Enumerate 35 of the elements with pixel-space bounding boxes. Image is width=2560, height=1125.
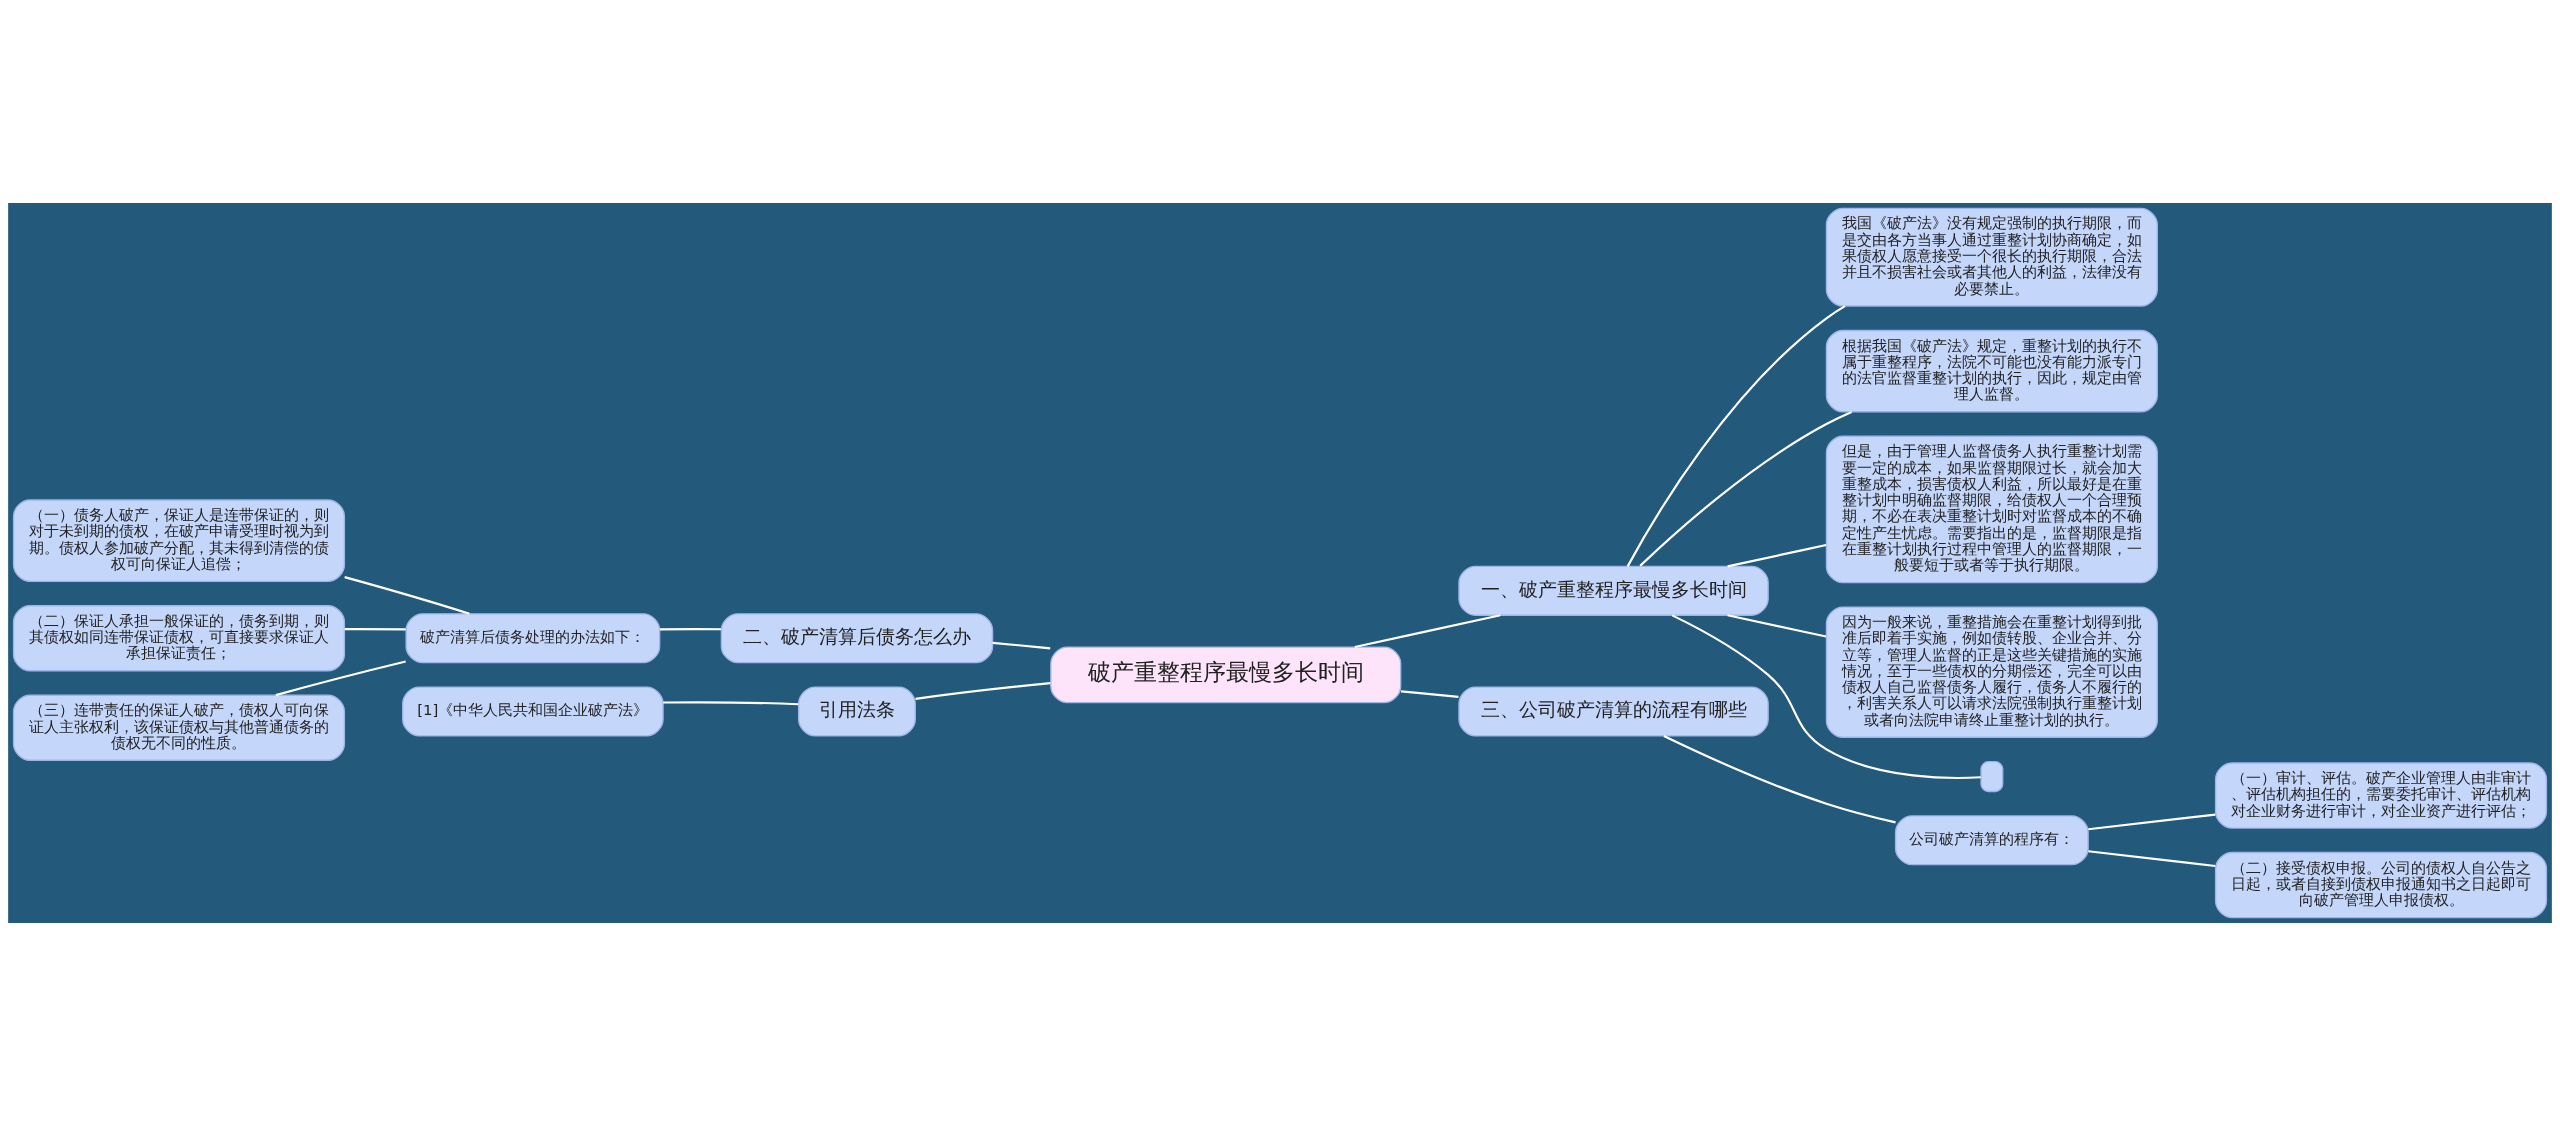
connector	[275, 659, 406, 696]
connector	[1671, 613, 1981, 779]
node-box: 破产重整程序最慢多长时间	[1050, 645, 1402, 703]
connector	[992, 641, 1051, 649]
connector	[1626, 304, 1846, 567]
connector	[1354, 613, 1501, 648]
node-box: （二）接受债权申报。公司的债权人自公告之日起，或者自接到债权申报通知书之日起即可向破产管理人申报债权。	[2214, 851, 2548, 918]
connector	[1727, 613, 1827, 638]
node-box: （一）债务人破产，保证人是连带保证的，则对于未到期的债权，在破产申请受理时视为到期。债权人参加破产分配，其未得到清偿的债权可向保证人追偿；	[12, 498, 346, 582]
node-box: 破产清算后债务处理的办法如下：	[405, 612, 661, 663]
node-box: 引用法条	[797, 685, 916, 737]
node-box	[1980, 760, 2004, 792]
node-box: 我国《破产法》没有规定强制的执行期限，而是交由各方当事人通过重整计划协商确定，如果债权人愿意接受一个很长的执行期限，合法并且不损害社会或者其他人的利益，法律没有必要禁止。	[1825, 207, 2158, 307]
node-box: （一）审计、评估。破产企业管理人由非审计、评估机构担任的，需要委托审计、评估机构对企业财务进行审计，对企业资产进行评估；	[2214, 761, 2548, 829]
connector	[1639, 410, 1853, 567]
connector	[344, 627, 406, 631]
node-box: （二）保证人承担一般保证的，债务到期，则其债权如同连带保证债权，可直接要求保证人承担保证责任；	[12, 604, 346, 671]
connector	[2088, 849, 2216, 867]
node-box: 二、破产清算后债务怎么办	[720, 612, 994, 663]
node-box: 因为一般来说，重整措施会在重整计划得到批准后即着手实施，例如债转股、企业合并、分立等，管理人监督的正是这些关键措施的实施情况，至于一些债权的分期偿还，完全可以由债权人自己监督债务人履行，债务人不履行的，利害关系人可以请求法院强制执行重整计划或者向法院申请终止重整计划的执行。	[1825, 605, 2158, 738]
connector	[659, 627, 722, 630]
connector	[344, 575, 470, 615]
connector	[1400, 689, 1459, 698]
node-box: 但是，由于管理人监督债务人执行重整计划需要一定的成本，如果监督期限过长，就会加大重整成本，损害债权人利益，所以最好是在重整计划中明确监督期限，给债权人一个合理预期，不必在表决重整计划时对监督成本的不确定性产生忧虑。需要指出的是，监督期限是指在重整计划执行过程中管理人的监督期限，一般要短于或者等于执行期限。	[1825, 435, 2158, 583]
node-box: 公司破产清算的程序有：	[1894, 814, 2089, 865]
connector	[2088, 813, 2216, 830]
connector	[663, 700, 799, 705]
node-box: （三）连带责任的保证人破产，债权人可向保证人主张权利，该保证债权与其他普通债务的债权无不同的性质。	[12, 694, 346, 761]
connector	[1663, 734, 1896, 823]
node-box: [1]《中华人民共和国企业破产法》	[402, 685, 664, 737]
node-box: 根据我国《破产法》规定，重整计划的执行不属于重整程序，法院不可能也没有能力派专门的法官监督重整计划的执行，因此，规定由管理人监督。	[1825, 329, 2158, 412]
node-box: 一、破产重整程序最慢多长时间	[1458, 565, 1769, 616]
connector	[915, 681, 1051, 700]
node-box: 三、公司破产清算的流程有哪些	[1458, 685, 1769, 737]
connector	[1727, 543, 1827, 567]
